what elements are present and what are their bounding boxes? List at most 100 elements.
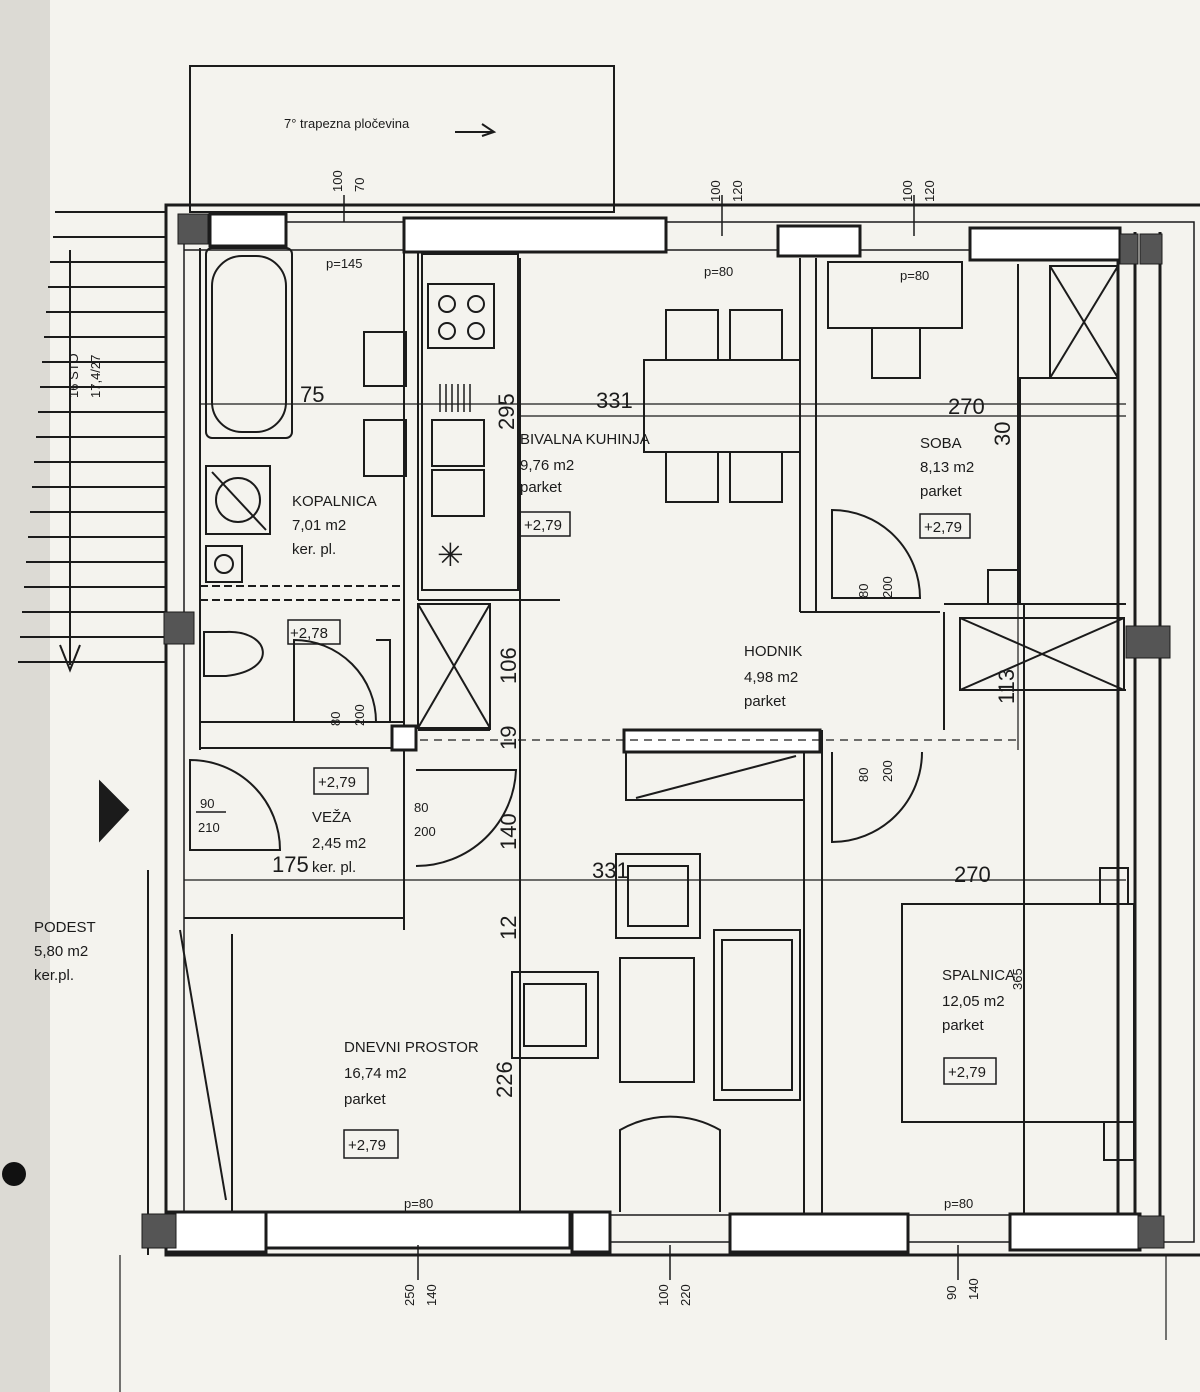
win-top3-a: 100 <box>900 180 915 202</box>
dim-113: 113 <box>994 669 1019 704</box>
boiler-circle <box>214 554 234 574</box>
hodnik-floor: parket <box>744 693 787 710</box>
dim-12: 12 <box>496 916 521 940</box>
dim-270-top: 270 <box>948 394 985 419</box>
nightstand-2 <box>1103 1121 1135 1161</box>
dimension-lines <box>200 403 1126 880</box>
hall-cabinet <box>625 751 805 801</box>
veza-area: 2,45 m2 <box>312 835 366 852</box>
win-bot1-b: 140 <box>424 1284 439 1306</box>
dim-365: 365 <box>1010 968 1025 990</box>
hodnik-area: 4,98 m2 <box>744 669 798 686</box>
door4-h: 200 <box>880 760 895 782</box>
burner-4 <box>467 322 485 340</box>
door-soba <box>831 508 922 599</box>
door-vestibule <box>415 769 518 868</box>
kopalnica-area: 7,01 m2 <box>292 517 346 534</box>
podest-area: 5,80 m2 <box>34 943 88 960</box>
door1-w: 80 <box>328 712 343 726</box>
spalnica-floor: parket <box>942 1017 985 1034</box>
sink <box>431 419 485 467</box>
podest-name: PODEST <box>34 919 96 936</box>
dim-75: 75 <box>300 382 324 407</box>
stairs-ratio: 17,4/27 <box>88 355 103 398</box>
armchair-1 <box>615 853 701 939</box>
veza-floor: ker. pl. <box>312 859 356 876</box>
win-top3-b: 120 <box>922 180 937 202</box>
roof-note: 7° trapezna pločevina <box>284 116 410 131</box>
armchair-1-inner <box>627 865 689 927</box>
chair-4 <box>729 451 783 503</box>
boiler <box>205 545 243 583</box>
podest-floor: ker.pl. <box>34 967 74 984</box>
parapet-soba: p=80 <box>900 268 929 283</box>
parapet-spalnica: p=80 <box>944 1196 973 1211</box>
dnevni-floor: parket <box>344 1091 387 1108</box>
washbasin-2 <box>363 419 407 477</box>
bathtub <box>205 247 293 439</box>
door3-h: 200 <box>880 576 895 598</box>
binder-hole <box>2 1162 26 1186</box>
door-balcony <box>619 1115 721 1212</box>
armchair-2-inner <box>523 983 587 1047</box>
kuhinja-name: BIVALNA KUHINJA <box>520 431 650 448</box>
dim-226: 226 <box>492 1061 517 1098</box>
roof-canopy <box>189 65 615 213</box>
soba-cabinet <box>987 569 1019 605</box>
sofa <box>713 929 801 1101</box>
dnevni-name: DNEVNI PROSTOR <box>344 1039 479 1056</box>
chair-2 <box>729 309 783 361</box>
kitchen-counter <box>421 253 519 591</box>
kuhinja-floor: parket <box>520 479 563 496</box>
outer-wall <box>164 203 1200 1257</box>
dim-140: 140 <box>496 813 521 850</box>
door-entry <box>189 758 282 851</box>
stairs-label: 16 STO <box>66 353 81 398</box>
parapet-kitchen: p=80 <box>704 264 733 279</box>
entry-door-h: 210 <box>198 820 220 835</box>
hall-cabinet-line <box>635 755 797 799</box>
sofa-inner <box>721 939 793 1091</box>
shaft-2-x2 <box>1049 265 1119 379</box>
washbasin-1 <box>363 331 407 387</box>
door-spalnica <box>831 751 923 844</box>
door-kopalnica-arc <box>376 639 391 722</box>
dim-331-top: 331 <box>596 388 633 413</box>
burner-3 <box>438 322 456 340</box>
dining-table <box>643 359 801 453</box>
bathtub-inner <box>211 255 287 433</box>
door4-w: 80 <box>856 768 871 782</box>
win-bot2-a: 100 <box>656 1284 671 1306</box>
spalnica-level: +2,79 <box>948 1064 986 1081</box>
structural-segments <box>164 212 1142 1254</box>
hall-wardrobe <box>959 617 1125 691</box>
entry-arrow <box>99 779 130 843</box>
soba-area: 8,13 m2 <box>920 459 974 476</box>
washing-machine-cross <box>211 471 267 531</box>
shaft-1 <box>417 603 491 729</box>
burner-1 <box>438 295 456 313</box>
nightstand-1 <box>1099 867 1129 905</box>
dim-270-bottom: 270 <box>954 862 991 887</box>
soba-level: +2,79 <box>924 519 962 536</box>
washing-machine <box>205 465 271 535</box>
window-ticks <box>343 195 959 1280</box>
desk-chair <box>871 327 921 379</box>
dim-295: 295 <box>494 393 519 430</box>
dim-19: 19 <box>496 726 521 750</box>
hodnik-name: HODNIK <box>744 643 802 660</box>
parapet-dnevni: p=80 <box>404 1196 433 1211</box>
partition-walls <box>119 232 1167 1392</box>
chair-3 <box>665 451 719 503</box>
dnevni-level: +2,79 <box>348 1137 386 1154</box>
washing-machine-drum <box>215 477 261 523</box>
soba-floor: parket <box>920 483 963 500</box>
roof-arrow-head <box>481 123 497 137</box>
win-top1-a: 100 <box>330 170 345 192</box>
toilet <box>203 630 264 677</box>
level-boxes <box>287 511 997 1159</box>
kuhinja-area: 9,76 m2 <box>520 457 574 474</box>
dim-30: 30 <box>990 422 1015 446</box>
fridge <box>431 469 485 517</box>
shaft-2 <box>1049 265 1119 379</box>
